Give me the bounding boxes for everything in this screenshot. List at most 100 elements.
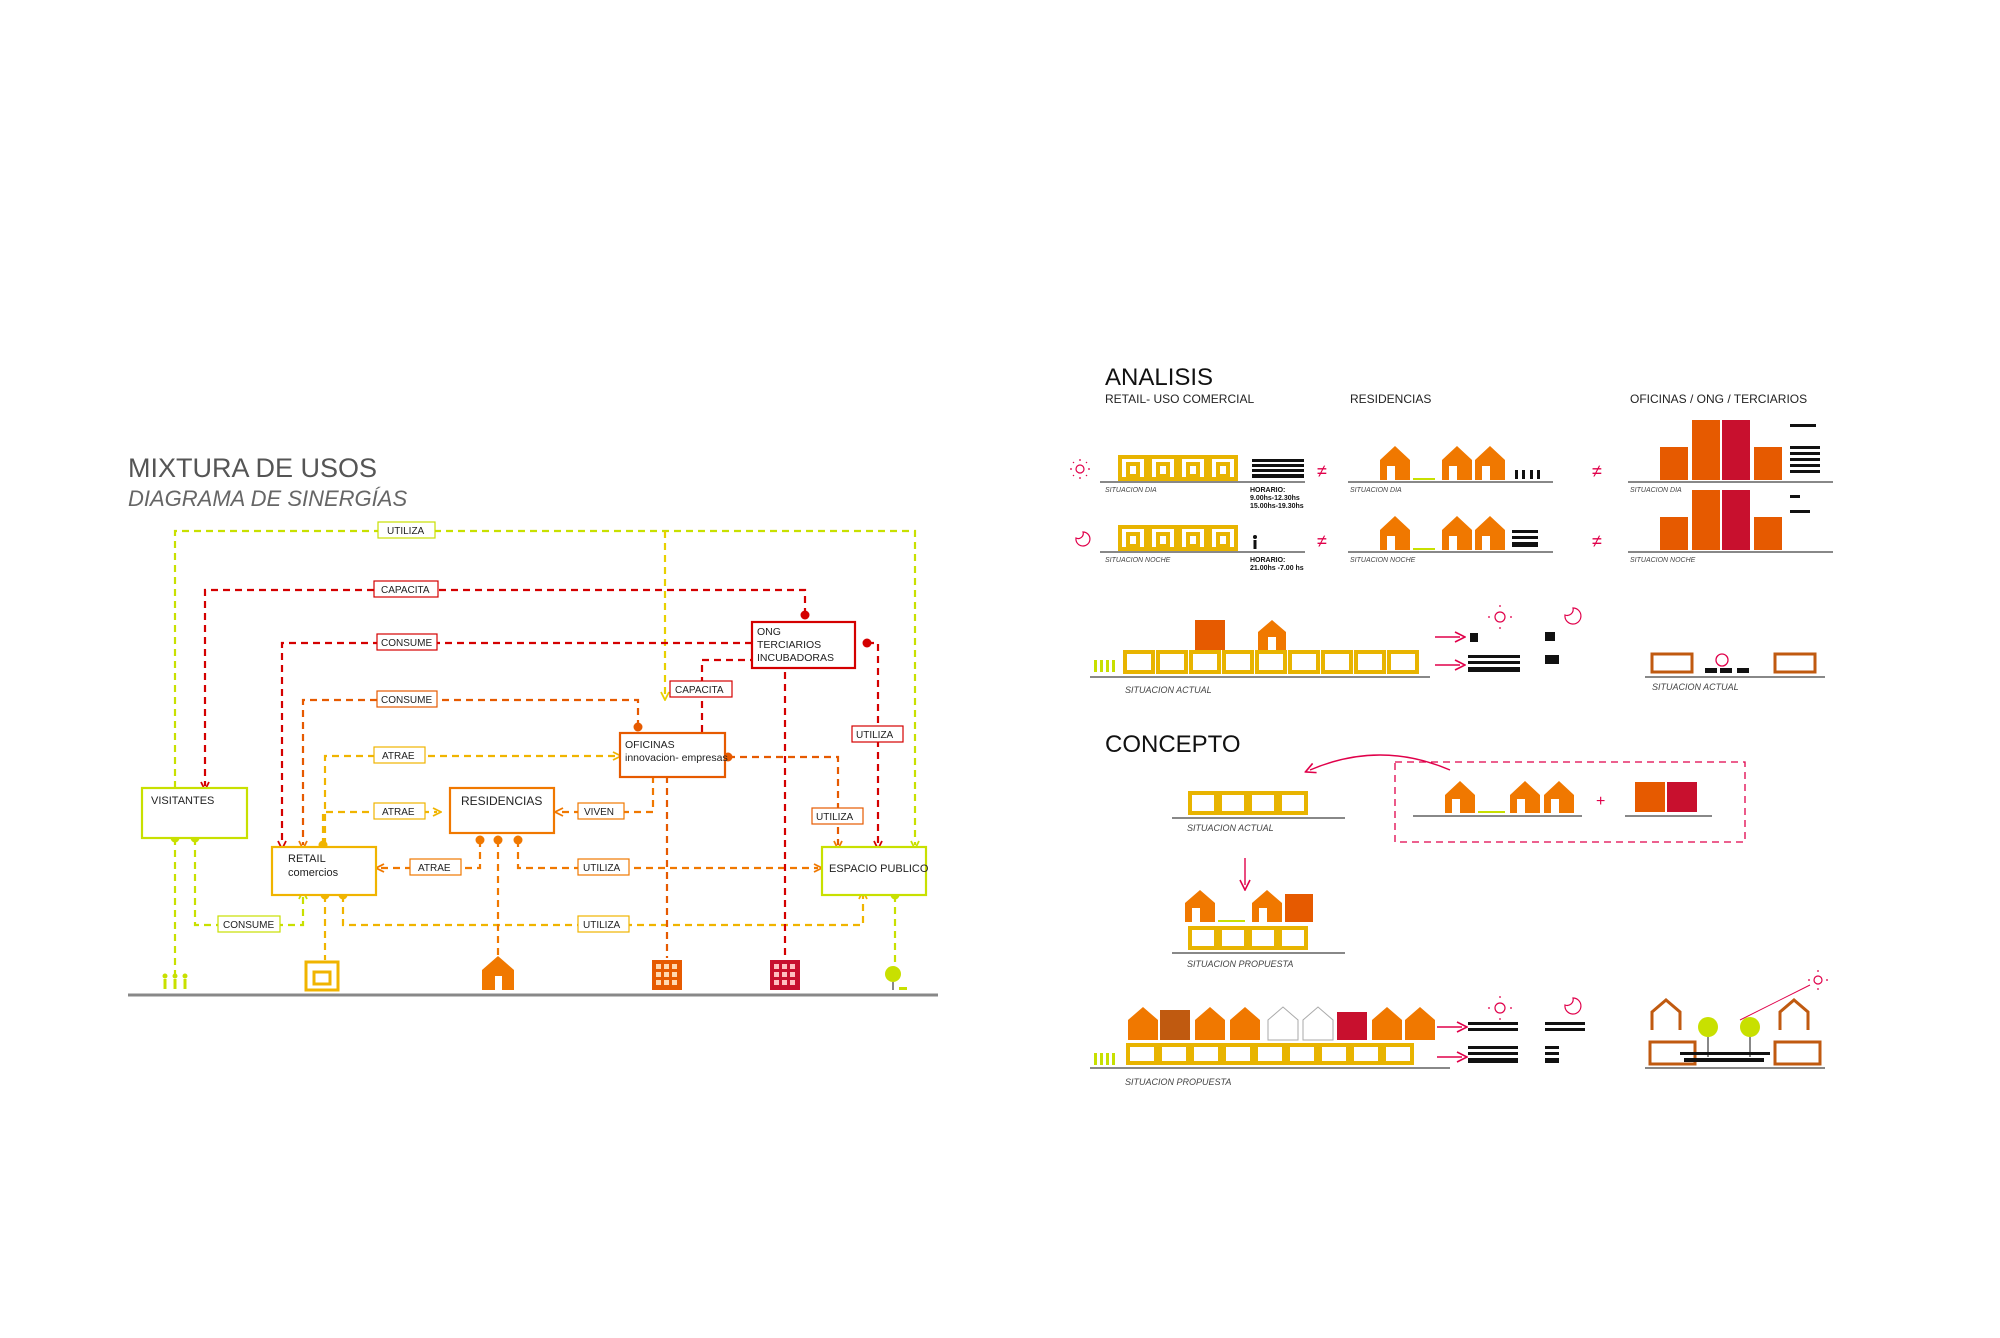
situacion-propuesta-label: SITUACION PROPUESTA bbox=[1125, 1077, 1231, 1087]
column-residencias-heading: RESIDENCIAS bbox=[1350, 392, 1431, 406]
left-subtitle: DIAGRAMA DE SINERGÍAS bbox=[128, 486, 407, 511]
concepto-actual bbox=[1172, 791, 1345, 819]
svg-text:OFICINAS: OFICINAS bbox=[625, 739, 675, 751]
concepto-proposal-box: + bbox=[1394, 761, 1746, 843]
connector-utiliza-ong bbox=[867, 641, 878, 845]
svg-text:INCUBADORAS: INCUBADORAS bbox=[757, 652, 834, 664]
connector-atrae-oficinas bbox=[323, 756, 617, 845]
connector-consume-oficinas bbox=[303, 698, 640, 845]
connector-capacita-top bbox=[205, 588, 807, 786]
sun-icon-3 bbox=[1488, 996, 1512, 1020]
oficinas-day-diagram bbox=[1628, 420, 1833, 483]
svg-text:VISITANTES: VISITANTES bbox=[151, 795, 214, 807]
horario-day-2: 15.00hs-19.30hs bbox=[1250, 503, 1304, 510]
connector-consume-ong bbox=[282, 641, 752, 845]
street-section-propuesta bbox=[1645, 984, 1825, 1069]
connector-tags: UTILIZA CAPACITA CONSUME CONSUME CAPACIT… bbox=[217, 521, 904, 933]
sun-icon bbox=[1070, 459, 1090, 479]
horario-label-day: HORARIO: bbox=[1250, 487, 1285, 494]
concepto-title: CONCEPTO bbox=[1105, 731, 1241, 758]
retail-night-diagram bbox=[1100, 525, 1305, 553]
retail-night-label: SITUACION NOCHE bbox=[1105, 557, 1171, 564]
retail-day-label: SITUACION DIA bbox=[1105, 487, 1157, 494]
horario-night-1: 21.00hs -7.00 hs bbox=[1250, 565, 1304, 572]
concepto-propuesta bbox=[1172, 890, 1345, 954]
moon-icon-3 bbox=[1564, 997, 1582, 1015]
day-night-arrows-top bbox=[1435, 632, 1559, 672]
connector-consume-visitantes bbox=[193, 838, 303, 927]
svg-text:ATRAE: ATRAE bbox=[418, 863, 451, 874]
svg-text:UTILIZA: UTILIZA bbox=[816, 812, 854, 823]
svg-text:ATRAE: ATRAE bbox=[382, 807, 415, 818]
situacion-propuesta-strip bbox=[1090, 1006, 1450, 1069]
shop-icon bbox=[304, 960, 340, 992]
oficinas-night-label: SITUACION NOCHE bbox=[1630, 557, 1696, 564]
people-icon bbox=[162, 973, 188, 989]
curved-arrow bbox=[1310, 754, 1451, 770]
residencias-day-diagram bbox=[1348, 446, 1553, 483]
sun-icon-4 bbox=[1808, 970, 1828, 990]
oficinas-night-diagram bbox=[1628, 490, 1833, 553]
horario-label-night: HORARIO: bbox=[1250, 557, 1285, 564]
residencias-night-label: SITUACION NOCHE bbox=[1350, 557, 1416, 564]
svg-text:ATRAE: ATRAE bbox=[382, 751, 415, 762]
column-retail-heading: RETAIL- USO COMERCIAL bbox=[1105, 392, 1254, 406]
not-equal-2: ≠ bbox=[1317, 531, 1327, 551]
moon-icon bbox=[1075, 531, 1091, 547]
street-section-actual bbox=[1645, 652, 1825, 678]
day-night-arrows-bottom bbox=[1437, 1022, 1585, 1063]
house-icon bbox=[482, 956, 514, 990]
not-equal-1: ≠ bbox=[1317, 461, 1327, 481]
svg-text:CONSUME: CONSUME bbox=[381, 638, 432, 649]
residencias-night-diagram bbox=[1348, 516, 1553, 553]
oficinas-day-label: SITUACION DIA bbox=[1630, 487, 1682, 494]
tree-icon bbox=[885, 966, 907, 990]
connector-utiliza-residencias bbox=[516, 840, 818, 868]
svg-text:UTILIZA: UTILIZA bbox=[387, 526, 425, 537]
left-title: MIXTURA DE USOS bbox=[128, 453, 377, 483]
svg-text:TERCIARIOS: TERCIARIOS bbox=[757, 639, 821, 651]
connector-atrae-retail bbox=[380, 840, 482, 868]
synergy-diagram: MIXTURA DE USOS DIAGRAMA DE SINERGÍAS bbox=[128, 453, 938, 997]
retail-day-diagram bbox=[1100, 455, 1305, 483]
connector-capacita-mid bbox=[702, 658, 757, 745]
office-building-icon bbox=[652, 960, 682, 990]
node-retail: RETAIL comercios bbox=[270, 845, 378, 897]
svg-text:UTILIZA: UTILIZA bbox=[583, 863, 621, 874]
node-espacio-publico: ESPACIO PUBLICO bbox=[820, 845, 929, 897]
svg-text:CAPACITA: CAPACITA bbox=[675, 685, 724, 696]
ong-building-icon bbox=[770, 960, 800, 990]
svg-text:UTILIZA: UTILIZA bbox=[583, 920, 621, 931]
situacion-actual-label-2: SITUACION ACTUAL bbox=[1652, 682, 1739, 692]
moon-icon-2 bbox=[1564, 607, 1582, 625]
svg-text:VIVEN: VIVEN bbox=[584, 807, 614, 818]
crowd-icon bbox=[1252, 459, 1304, 478]
situacion-actual-label-1: SITUACION ACTUAL bbox=[1125, 685, 1212, 695]
svg-text:CAPACITA: CAPACITA bbox=[381, 585, 430, 596]
column-oficinas-heading: OFICINAS / ONG / TERCIARIOS bbox=[1630, 392, 1807, 406]
not-equal-3: ≠ bbox=[1592, 461, 1602, 481]
node-ong: ONG TERCIARIOS INCUBADORAS bbox=[750, 620, 857, 670]
residencias-day-label: SITUACION DIA bbox=[1350, 487, 1402, 494]
svg-text:UTILIZA: UTILIZA bbox=[856, 730, 894, 741]
svg-text:RETAIL: RETAIL bbox=[288, 853, 326, 865]
not-equal-4: ≠ bbox=[1592, 531, 1602, 551]
plus-sign-1: + bbox=[1596, 793, 1605, 810]
svg-text:ESPACIO PUBLICO: ESPACIO PUBLICO bbox=[829, 863, 929, 875]
svg-text:CONSUME: CONSUME bbox=[223, 920, 274, 931]
svg-text:ONG: ONG bbox=[757, 626, 781, 638]
svg-text:innovacion- empresas: innovacion- empresas bbox=[625, 752, 728, 764]
concepto-actual-label: SITUACION ACTUAL bbox=[1187, 823, 1274, 833]
connector-utiliza-oficinas bbox=[728, 755, 838, 845]
sun-icon-2 bbox=[1488, 605, 1512, 629]
horario-day-1: 9.00hs-12.30hs bbox=[1250, 495, 1300, 502]
connector-utiliza-top bbox=[173, 529, 915, 845]
node-residencias: RESIDENCIAS bbox=[448, 786, 556, 835]
svg-text:RESIDENCIAS: RESIDENCIAS bbox=[461, 794, 542, 808]
svg-text:CONSUME: CONSUME bbox=[381, 695, 432, 706]
connectors bbox=[173, 529, 915, 978]
concepto-propuesta-label: SITUACION PROPUESTA bbox=[1187, 959, 1293, 969]
node-oficinas: OFICINAS innovacion- empresas bbox=[618, 731, 728, 779]
analisis-title: ANALISIS bbox=[1105, 364, 1213, 391]
